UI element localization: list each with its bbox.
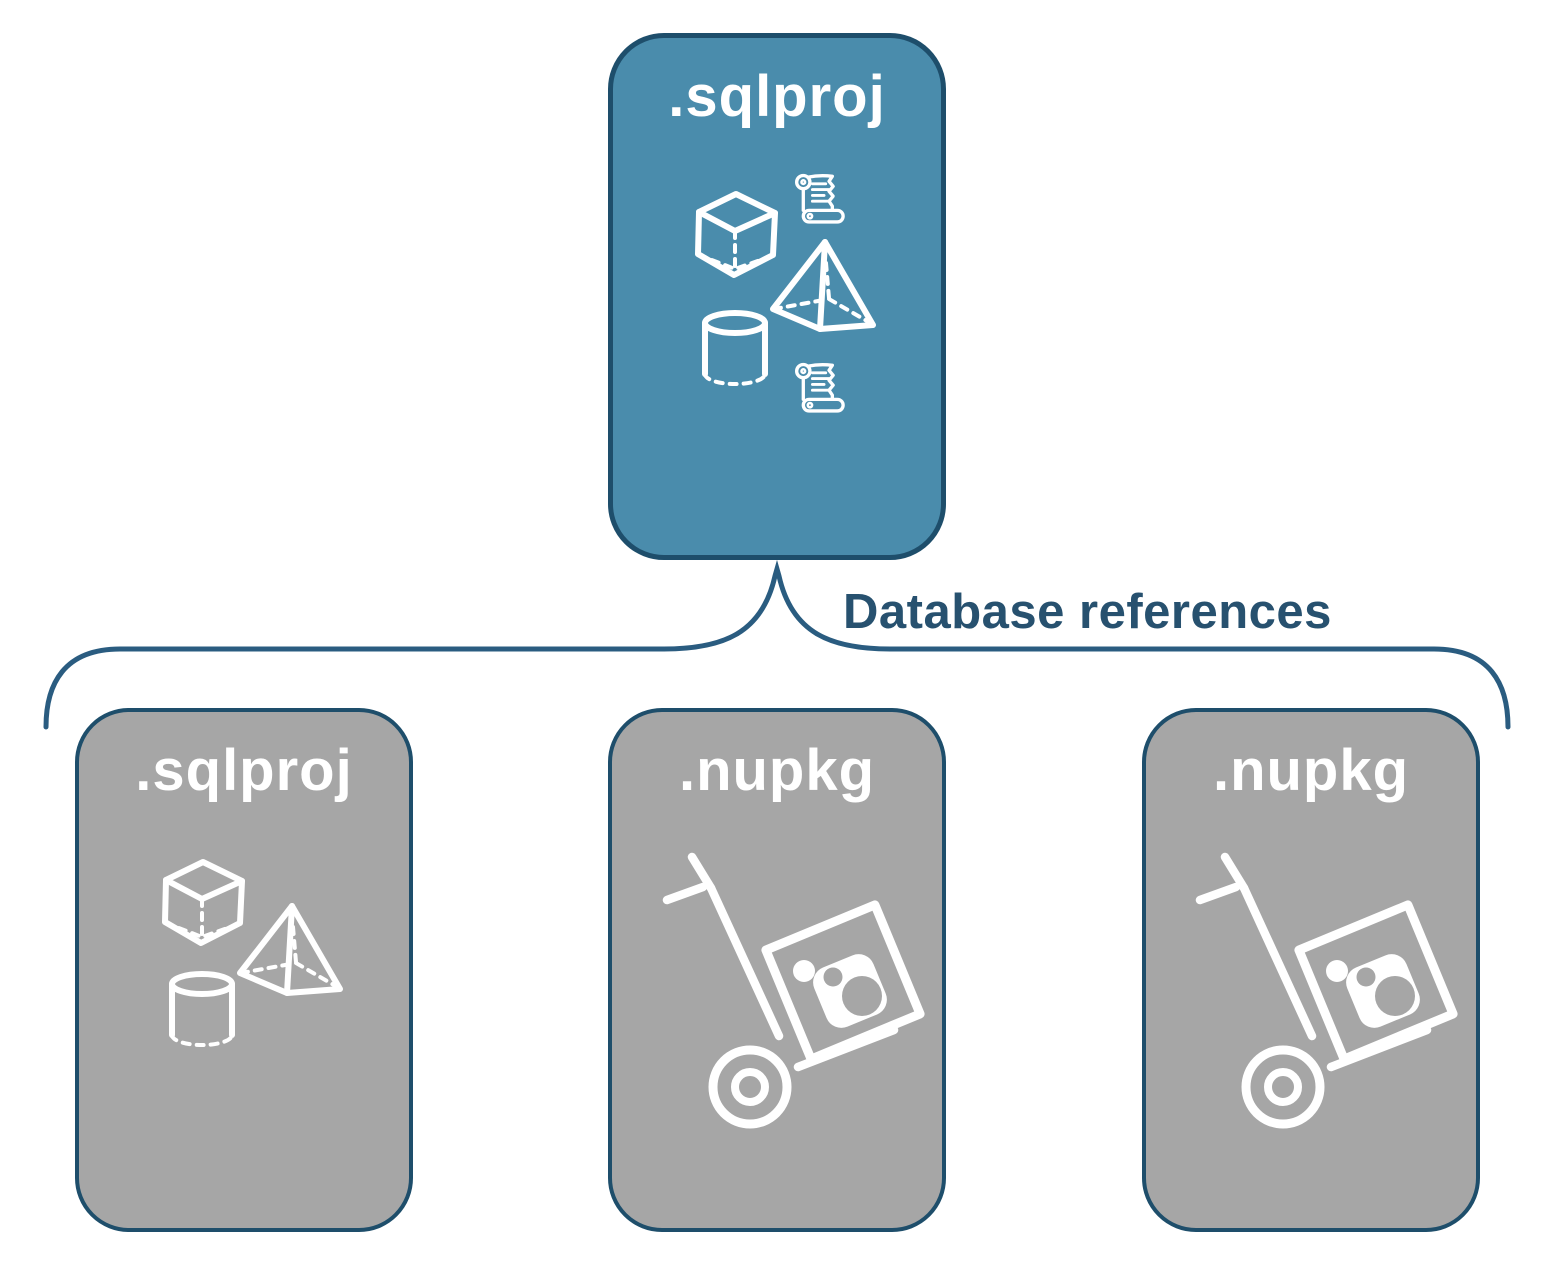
box-nupkg-child-1: .nupkg <box>608 708 946 1232</box>
connector-label: Database references <box>843 585 1332 639</box>
box-sqlproj-child: .sqlproj <box>75 708 413 1232</box>
child-box-title: .nupkg <box>1212 738 1410 803</box>
child-box-title: .sqlproj <box>135 738 353 803</box>
box-nupkg-child-2: .nupkg <box>1142 708 1480 1232</box>
box-sqlproj-root: .sqlproj <box>608 33 946 560</box>
root-box-title: .sqlproj <box>668 64 886 129</box>
child-box-title: .nupkg <box>678 738 876 803</box>
